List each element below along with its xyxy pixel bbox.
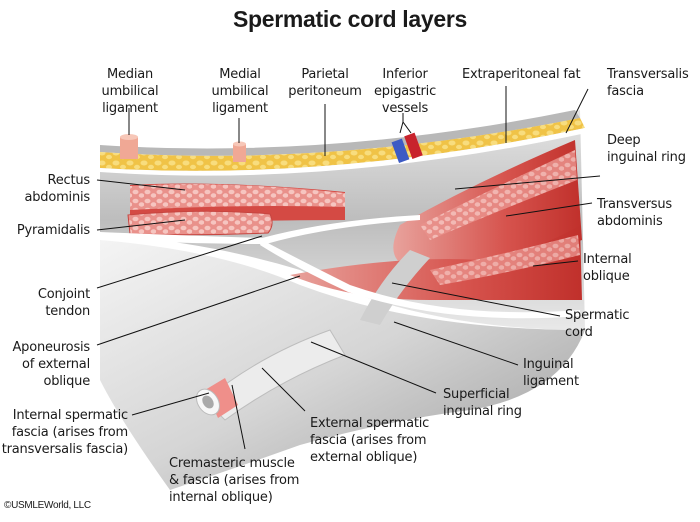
label-line: vessels: [381, 101, 429, 116]
leader-lines: [96, 86, 601, 450]
inferior-epigastric-vessels-shape: [391, 132, 423, 164]
label-line: ligament: [212, 101, 268, 116]
label-rectus-abdominis: Rectus abdominis: [0, 172, 90, 206]
label-line: tendon: [45, 304, 90, 319]
label-line: Spermatic: [565, 308, 630, 323]
label-line: Deep: [607, 133, 641, 148]
label-line: Aponeurosis: [12, 340, 90, 355]
medial-umbilical-ligament-shape: [233, 141, 246, 162]
label-line: umbilical: [211, 84, 269, 99]
label-line: ligament: [102, 101, 158, 116]
label-line: Inferior: [382, 67, 428, 82]
label-line: Internal spermatic: [12, 408, 128, 423]
label-transversalis-fascia: Transversalis fascia: [607, 66, 689, 100]
label-line: Parietal: [301, 67, 349, 82]
label-line: oblique: [43, 374, 90, 389]
label-internal-oblique: Internal oblique: [583, 251, 632, 285]
label-line: fascia (arises from: [310, 433, 427, 448]
parietal-peritoneum-shape: [100, 110, 580, 156]
label-line: internal oblique): [169, 490, 273, 505]
label-line: abdominis: [24, 190, 90, 205]
extraperitoneal-fat-shape: [100, 118, 585, 171]
label-pyramidalis: Pyramidalis: [0, 222, 90, 239]
cremasteric-band-shape: [205, 378, 238, 418]
label-line: External spermatic: [310, 416, 430, 431]
label-medial-umbilical-ligament: Medial umbilical ligament: [204, 66, 276, 117]
internal-oblique-shape: [290, 225, 582, 300]
copyright-notice: ©USMLEWorld, LLC: [4, 500, 91, 511]
label-external-spermatic-fascia: External spermatic fascia (arises from e…: [310, 415, 429, 466]
label-superficial-inguinal-ring: Superficial inguinal ring: [443, 386, 522, 420]
label-line: Internal: [583, 252, 632, 267]
label-line: Transversalis: [607, 67, 689, 82]
label-line: umbilical: [101, 84, 159, 99]
label-line: fascia: [607, 84, 644, 99]
label-line: Transversus: [597, 197, 672, 212]
label-median-umbilical-ligament: Median umbilical ligament: [94, 66, 166, 117]
label-line: Median: [106, 67, 154, 82]
spermatic-cord-tube-shape: [204, 329, 346, 421]
label-line: inguinal ring: [607, 150, 686, 165]
label-line: Cremasteric muscle: [169, 456, 295, 471]
pyramidalis-shape: [127, 210, 273, 236]
label-line: of external: [22, 357, 90, 372]
label-line: external oblique): [310, 450, 418, 465]
label-line: Rectus: [47, 173, 90, 188]
label-line: transversalis fascia): [1, 442, 128, 457]
label-line: oblique: [583, 269, 630, 284]
label-inguinal-ligament: Inguinal ligament: [523, 356, 579, 390]
label-conjoint-tendon: Conjoint tendon: [0, 286, 90, 320]
label-line: inguinal ring: [443, 404, 522, 419]
label-line: & fascia (arises from: [169, 473, 300, 488]
label-line: Inguinal: [523, 357, 574, 372]
label-spermatic-cord: Spermatic cord: [565, 307, 630, 341]
label-line: epigastric: [373, 84, 437, 99]
label-line: Superficial: [443, 387, 510, 402]
spermatic-cord-deep-shape: [360, 250, 430, 325]
label-line: cord: [565, 325, 593, 340]
diagram-title: Spermatic cord layers: [232, 6, 468, 32]
label-line: ligament: [523, 374, 579, 389]
median-umbilical-ligament-shape: [120, 134, 138, 159]
label-internal-spermatic-fascia: Internal spermatic fascia (arises from t…: [0, 407, 128, 458]
label-line: Conjoint: [37, 287, 90, 302]
label-deep-inguinal-ring: Deep inguinal ring: [607, 132, 686, 166]
label-extraperitoneal-fat: Extraperitoneal fat: [462, 66, 581, 83]
label-transversus-abdominis: Transversus abdominis: [597, 196, 672, 230]
label-cremasteric-muscle: Cremasteric muscle & fascia (arises from…: [169, 455, 299, 506]
label-parietal-peritoneum: Parietal peritoneum: [285, 66, 365, 100]
label-line: Medial: [219, 67, 261, 82]
label-inferior-epigastric-vessels: Inferior epigastric vessels: [372, 66, 438, 117]
label-aponeurosis-external-oblique: Aponeurosis of external oblique: [0, 339, 90, 390]
label-line: Extraperitoneal fat: [462, 67, 581, 82]
label-line: abdominis: [597, 214, 663, 229]
label-line: fascia (arises from: [11, 425, 129, 440]
label-line: Pyramidalis: [16, 223, 90, 238]
label-line: peritoneum: [288, 84, 362, 99]
